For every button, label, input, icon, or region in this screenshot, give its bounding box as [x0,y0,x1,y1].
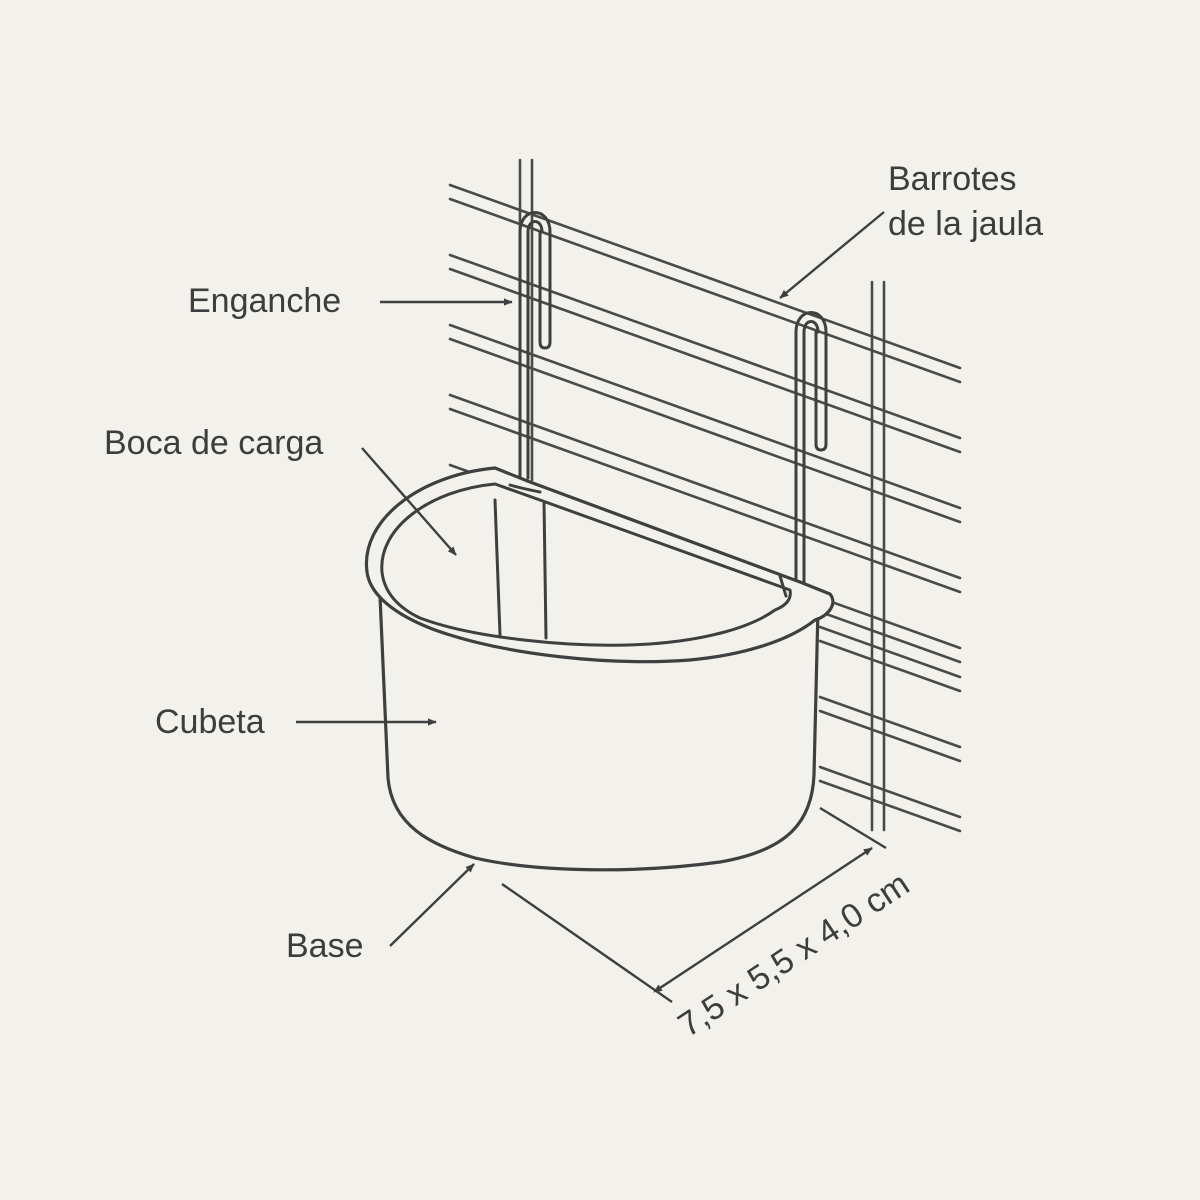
feeder-cup [364,466,835,872]
horizontal-bar [818,625,962,679]
hook-left-inner [526,220,544,480]
label-bowl: Cubeta [155,703,265,741]
hook-left [518,211,552,480]
dimension-extension-right [819,806,887,850]
arrow-base [389,863,475,947]
horizontal-bar [818,779,962,833]
cup-back-lip [508,483,542,494]
horizontal-bar [448,253,962,440]
horizontal-bar [448,197,962,384]
hook-right [794,311,828,590]
horizontal-bar [448,323,962,510]
horizontal-bar [448,393,962,580]
cup-inner-wall [493,498,502,637]
label-bars-line2: de la jaula [888,205,1043,243]
arrow-bars [779,211,885,299]
dimension-line [653,846,873,993]
arrow-mouth [361,447,457,556]
horizontal-bar [818,709,962,763]
cup-opening [380,482,792,647]
horizontal-bar [448,267,962,454]
label-bars-line1: Barrotes [888,160,1017,198]
horizontal-bar [818,765,962,819]
horizontal-bar [448,337,962,524]
hook-right-inner [802,320,820,590]
horizontal-bar [448,183,962,370]
horizontal-bar [448,407,962,594]
dimension-extension-left [501,883,673,1003]
annotation-arrows [296,211,887,1003]
cup-inner-wall [542,500,548,640]
label-hook: Enganche [188,282,341,320]
cup-inner-wall [778,574,788,598]
cup-rim [364,466,835,664]
horizontal-bar [818,695,962,749]
hooks [518,211,828,590]
cup-body [378,594,820,872]
label-mouth: Boca de carga [104,424,323,462]
label-base: Base [286,927,364,965]
horizontal-bar [818,639,962,693]
